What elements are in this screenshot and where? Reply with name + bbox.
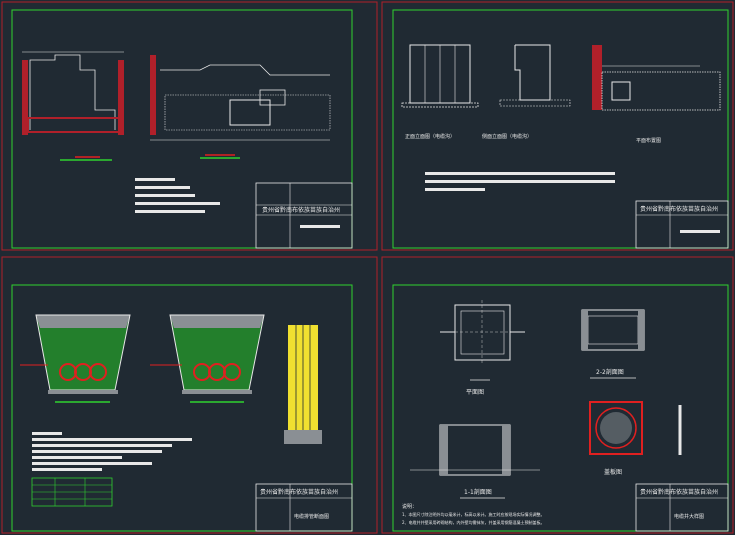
notes-item-2: 2、电缆井井壁采用砖砌结构，内外壁均需抹灰，井盖采用钢筋混凝土预制盖板。	[402, 519, 545, 525]
sheet-1-notes	[135, 178, 220, 213]
sheet-2-title-block: 贵州省黔南布依族苗族自治州	[635, 200, 729, 249]
sheet-2-notes	[425, 172, 615, 191]
sheet-2-company: 贵州省黔南布依族苗族自治州	[640, 205, 718, 213]
plan-cabinet	[611, 81, 631, 101]
well-plan-view: 平面图	[440, 300, 525, 396]
pit-box	[259, 89, 286, 106]
notes-heading: 说明：	[402, 503, 417, 510]
well-cover-plate: 盖板图	[589, 401, 682, 476]
sheet-2-outer-frame	[381, 1, 734, 251]
sheet-3-title-block: 贵州省黔南布依族苗族自治州 电缆排管断面图	[255, 483, 353, 532]
sheet-1-drawings: 贵州省黔南布依族苗族自治州	[22, 51, 353, 249]
sheet-4-title-block: 贵州省黔南布依族苗族自治州 电缆井大样图	[635, 483, 729, 532]
sheet-3-inner-frame	[11, 284, 353, 532]
sheet-2-drawings: 正面立面图（电缆沟） 侧面立面图（电缆沟） 平面布置图 贵州省黔南布依族苗族自治…	[401, 44, 729, 249]
sheet-3-notes	[32, 432, 192, 471]
sheet-1-title-block: 贵州省黔南布依族苗族自治州	[255, 182, 353, 249]
sheet-1-outer-frame	[1, 1, 378, 251]
trench-section-a	[20, 314, 131, 403]
trench-gravel	[164, 94, 331, 131]
sheet-1-company: 贵州省黔南布依族苗族自治州	[262, 206, 340, 214]
sheet-4-drawings: 平面图 2-2剖面图 盖板图 1-1剖面图	[402, 300, 729, 532]
cabinet-side	[514, 44, 551, 101]
trench-box	[229, 99, 271, 126]
terrain-profile	[160, 64, 330, 76]
caption-plan-layout: 平面布置图	[636, 137, 661, 144]
well-section-2-2: 2-2剖面图	[581, 309, 645, 379]
wall-section-right	[118, 60, 124, 135]
caption-side-elevation: 侧面立面图（电缆沟）	[482, 133, 532, 140]
well-section-1-1: 1-1剖面图	[410, 424, 540, 499]
sheet-1-inner-frame	[11, 9, 353, 249]
building-outline	[29, 54, 116, 130]
sheet-4-drawing-name: 电缆井大样图	[674, 513, 704, 520]
plan-gravel	[601, 71, 721, 111]
sheet-3-company: 贵州省黔南布依族苗族自治州	[260, 488, 338, 496]
sheet-4-outer-frame	[381, 256, 734, 534]
profile-wall	[150, 55, 156, 135]
caption-front-elevation: 正面立面图（电缆沟）	[405, 133, 455, 140]
cabinet-base	[401, 102, 479, 108]
caption-plan: 平面图	[466, 389, 484, 396]
plan-brick-wall	[592, 45, 602, 110]
wall-section	[22, 60, 28, 135]
caption-cover-plate: 盖板图	[604, 468, 622, 476]
sheet-4-inner-frame	[392, 284, 729, 532]
floor-slab	[27, 117, 121, 133]
sheet-3-outer-frame	[1, 256, 378, 534]
trench-section-b	[150, 314, 265, 403]
sheet-3-drawing-name: 电缆排管断面图	[294, 513, 329, 520]
material-table	[31, 477, 113, 507]
caption-section-2-2: 2-2剖面图	[596, 368, 624, 376]
notes-item-1: 1、本图尺寸除注明外均以毫米计，标高以米计。施工时应按现场实际情况调整。	[402, 511, 545, 517]
sheet-2-inner-frame	[392, 9, 729, 249]
caption-section-1-1: 1-1剖面图	[464, 488, 492, 496]
sheet-4-notes: 说明： 1、本图尺寸除注明外均以毫米计，标高以米计。施工时应按现场实际情况调整。…	[402, 503, 545, 525]
conduit-bundle	[284, 325, 322, 444]
sheet-4-company: 贵州省黔南布依族苗族自治州	[640, 488, 718, 496]
sheet-3-drawings: 贵州省黔南布依族苗族自治州 电缆排管断面图	[20, 314, 353, 532]
